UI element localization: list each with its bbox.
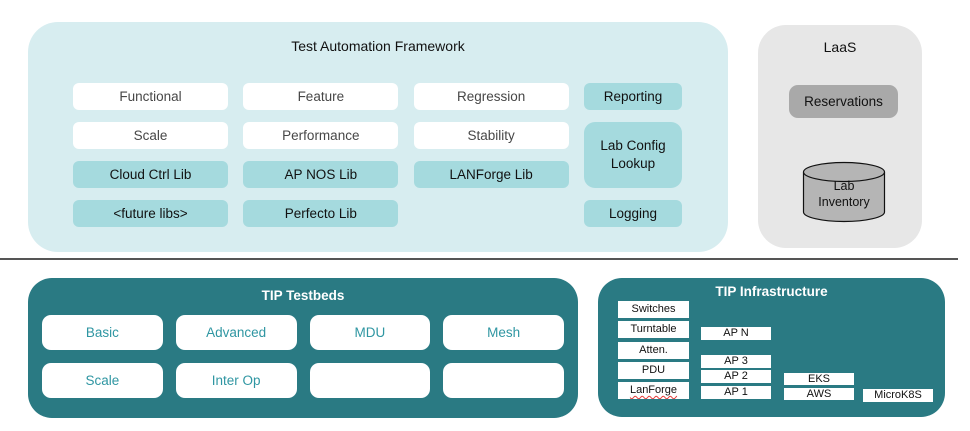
framework-box-future-libs: <future libs> bbox=[73, 200, 228, 227]
framework-box-ap-nos-lib: AP NOS Lib bbox=[243, 161, 399, 188]
laas-title: LaaS bbox=[823, 39, 857, 55]
infra-box-ap-3: AP 3 bbox=[701, 355, 771, 368]
infra-box-atten: Atten. bbox=[618, 342, 689, 359]
framework-box-lab-config-lookup: Lab Config Lookup bbox=[583, 122, 682, 188]
testbed-box-scale: Scale bbox=[42, 363, 163, 398]
lab-inventory-label: Lab Inventory bbox=[818, 179, 870, 209]
infra-box-ap-2: AP 2 bbox=[701, 370, 771, 383]
framework-box-regression: Regression bbox=[413, 83, 569, 110]
framework-grid: Functional Feature Regression Reporting … bbox=[28, 83, 728, 227]
reservations-box: Reservations bbox=[789, 85, 898, 118]
testbed-box-mdu: MDU bbox=[309, 315, 431, 350]
framework-box-functional: Functional bbox=[73, 83, 228, 110]
tip-testbeds-panel: TIP Testbeds Basic Advanced MDU Mesh Sca… bbox=[28, 278, 578, 418]
framework-box-reporting: Reporting bbox=[583, 83, 682, 110]
framework-box-performance: Performance bbox=[243, 122, 399, 149]
testbed-box-mesh: Mesh bbox=[443, 315, 564, 350]
infra-box-lanforge: LanForge bbox=[618, 382, 689, 399]
infra-box-turntable: Turntable bbox=[618, 321, 689, 338]
framework-box-scale: Scale bbox=[73, 122, 228, 149]
infrastructure-title: TIP Infrastructure bbox=[715, 284, 828, 299]
framework-box-logging: Logging bbox=[583, 200, 682, 227]
testbed-box-empty-1 bbox=[309, 363, 431, 398]
testbed-box-empty-2 bbox=[443, 363, 564, 398]
framework-box-perfecto-lib: Perfecto Lib bbox=[243, 200, 399, 227]
infra-box-ap-n: AP N bbox=[701, 327, 771, 340]
testbed-box-inter-op: Inter Op bbox=[175, 363, 297, 398]
framework-box-feature: Feature bbox=[243, 83, 399, 110]
testbed-box-advanced: Advanced bbox=[175, 315, 297, 350]
testbeds-title: TIP Testbeds bbox=[261, 288, 345, 303]
framework-box-cloud-ctrl-lib: Cloud Ctrl Lib bbox=[73, 161, 228, 188]
infra-box-ap-1: AP 1 bbox=[701, 386, 771, 399]
infra-box-pdu: PDU bbox=[618, 362, 689, 379]
infra-box-switches: Switches bbox=[618, 301, 689, 318]
framework-box-lanforge-lib: LANForge Lib bbox=[413, 161, 569, 188]
tip-infrastructure-panel: TIP Infrastructure Switches Turntable At… bbox=[598, 278, 945, 417]
testbed-box-basic: Basic bbox=[42, 315, 163, 350]
infra-box-eks: EKS bbox=[784, 373, 854, 385]
infra-box-aws: AWS bbox=[784, 388, 854, 400]
infra-box-microk8s: MicroK8S bbox=[863, 389, 933, 402]
laas-panel: LaaS Reservations Lab Inventory bbox=[758, 25, 922, 248]
test-automation-framework-panel: Test Automation Framework Functional Fea… bbox=[28, 22, 728, 252]
testbeds-grid: Basic Advanced MDU Mesh Scale Inter Op bbox=[42, 315, 564, 398]
database-cylinder-icon bbox=[802, 161, 886, 223]
lab-inventory-database: Lab Inventory bbox=[802, 161, 886, 223]
framework-box-stability: Stability bbox=[413, 122, 569, 149]
section-divider bbox=[0, 258, 958, 260]
framework-title: Test Automation Framework bbox=[291, 38, 465, 54]
